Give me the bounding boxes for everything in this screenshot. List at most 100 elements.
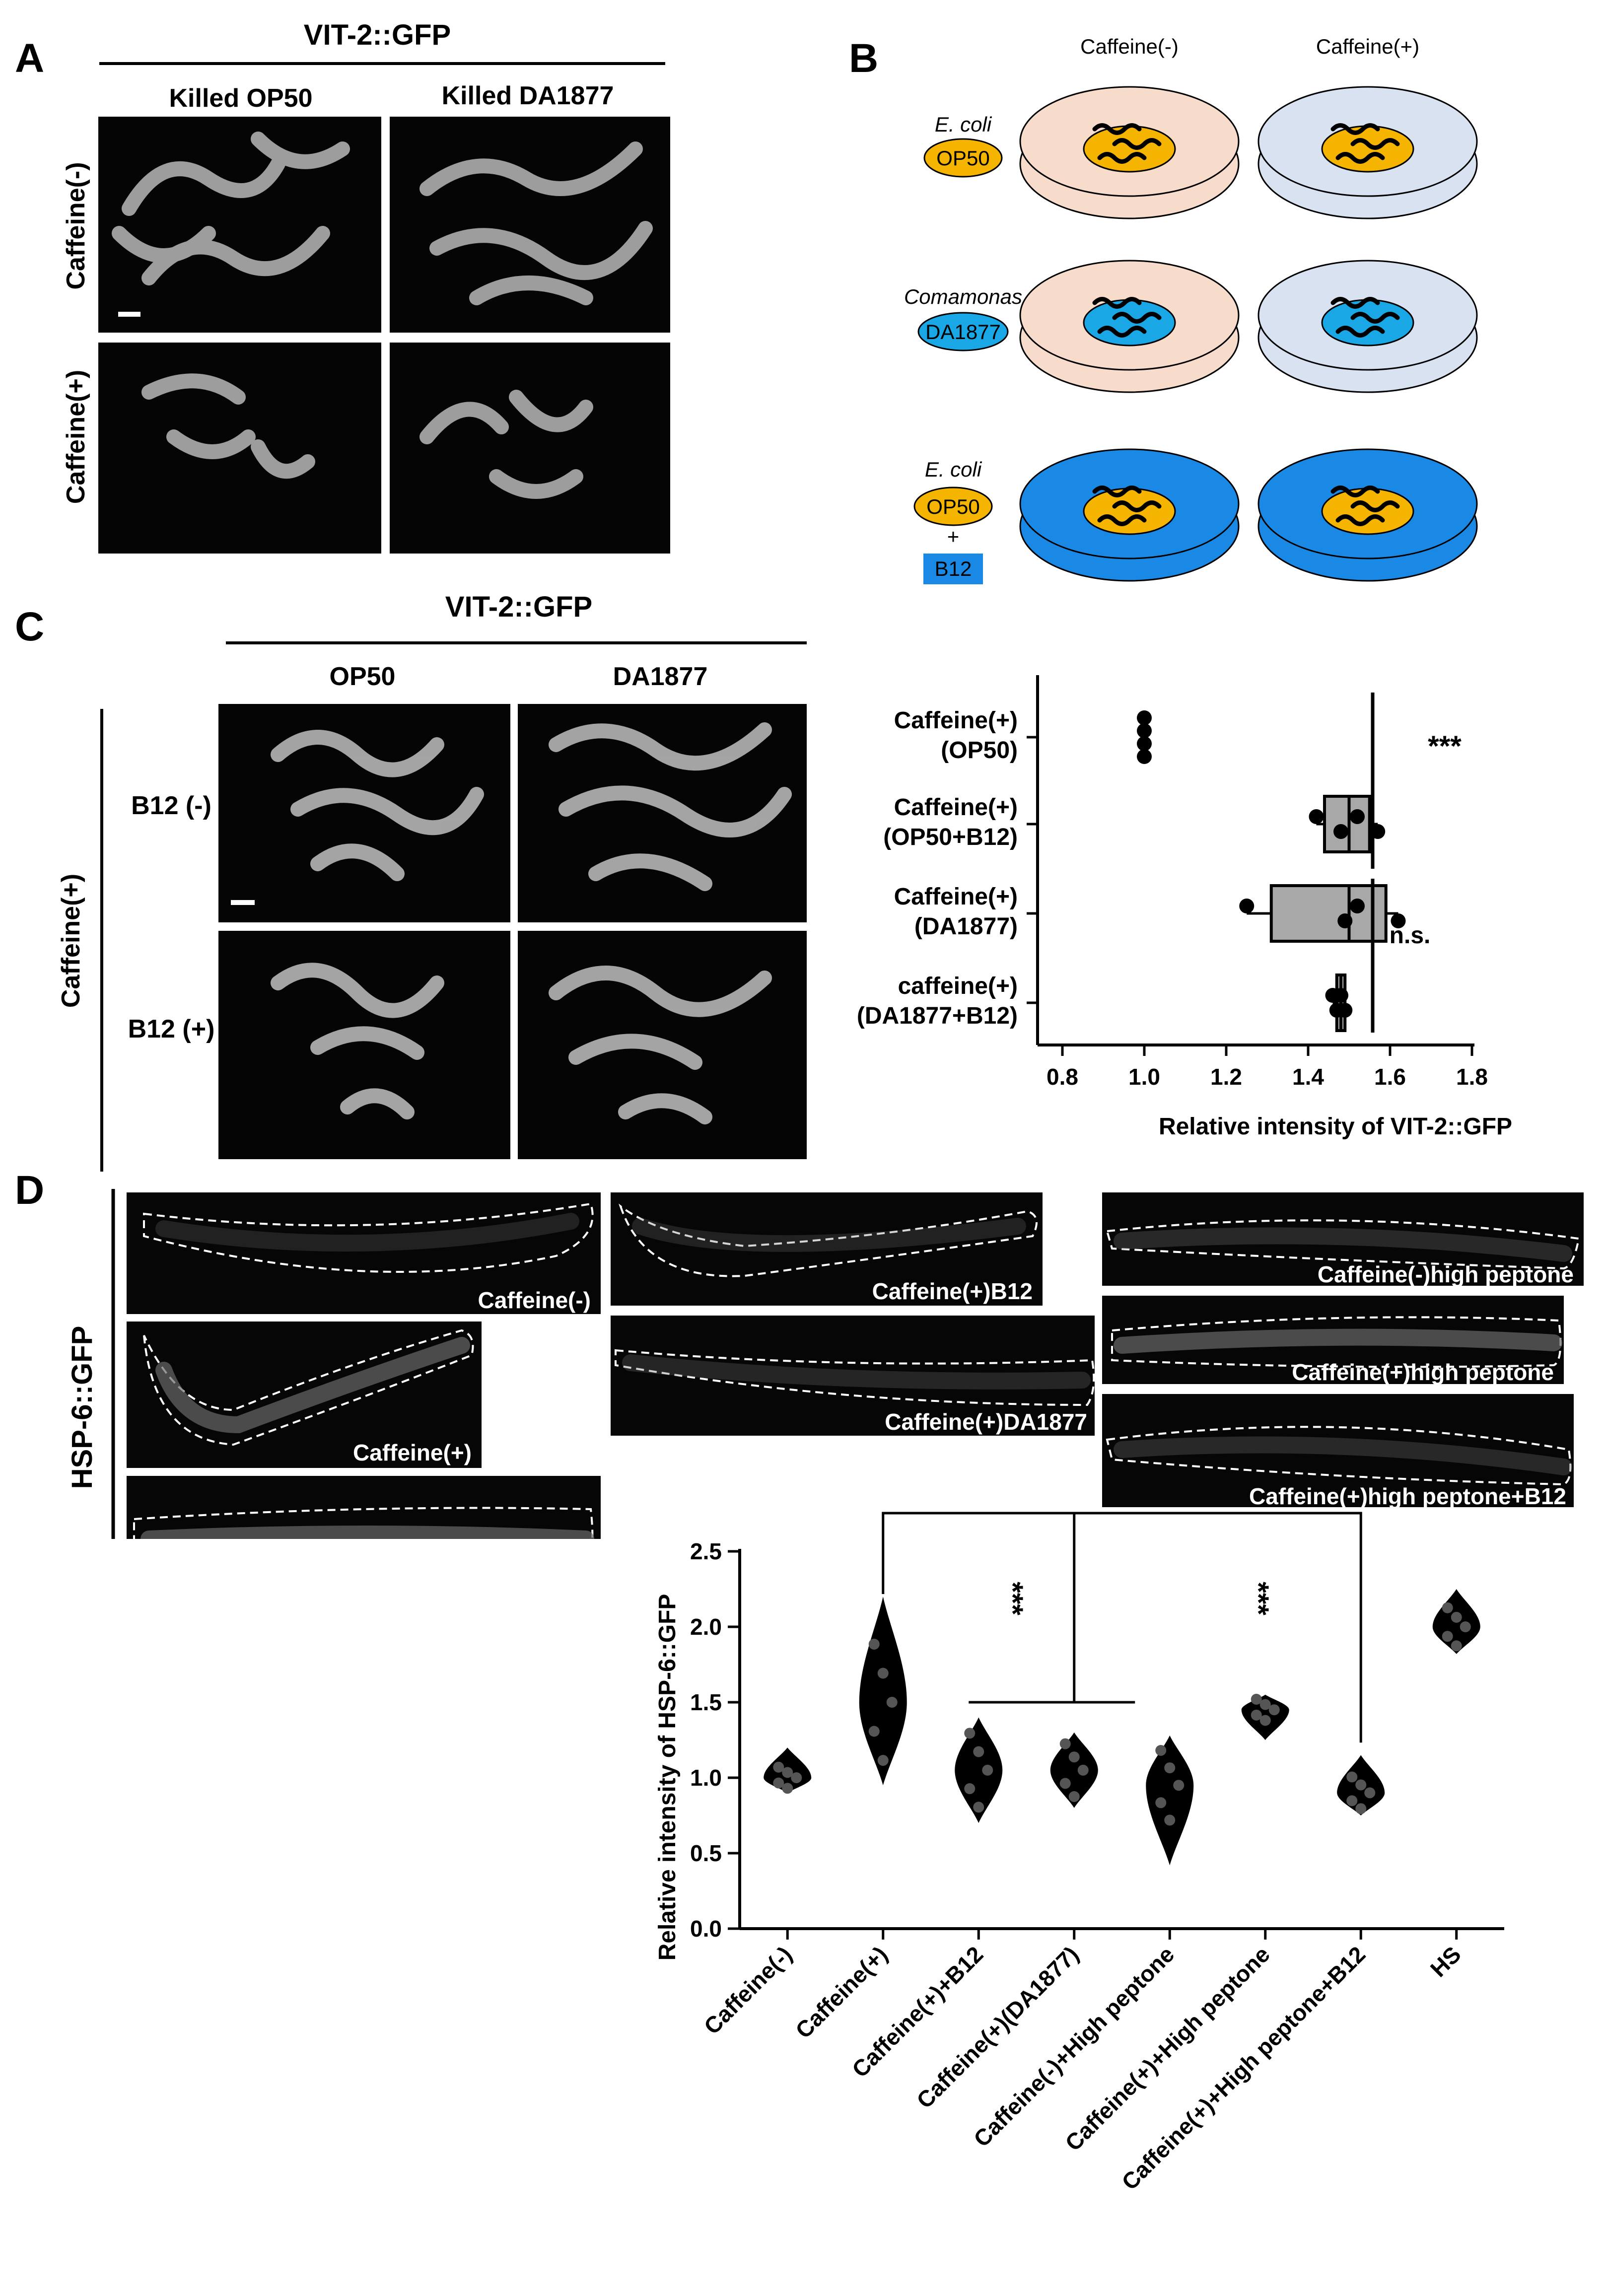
- violin-data-point: [1059, 1778, 1071, 1789]
- violin-shape: [1050, 1732, 1098, 1808]
- violin-ylabel: Relative intensity of HSP-6::GFP: [654, 1594, 681, 1961]
- box-x-tick-label: 1.2: [1210, 1064, 1242, 1090]
- panel-c-letter: C: [15, 604, 44, 649]
- violin-y-tick-label: 1.5: [690, 1689, 722, 1715]
- panel-a-letter: A: [15, 36, 44, 81]
- hsp6-image-caff-plus-peptone-b12: [1102, 1394, 1574, 1507]
- panel-c-side-label: Caffeine(+): [57, 874, 85, 1008]
- violin-data-point: [773, 1761, 784, 1773]
- violin-data-point: [782, 1783, 793, 1794]
- hsp6-label-5: Caffeine(+)DA1877: [885, 1409, 1087, 1435]
- panel-a-header: VIT-2::GFP: [304, 19, 451, 51]
- panel-a: A VIT-2::GFP Killed OP50 Killed DA1877 C…: [15, 19, 670, 554]
- panel-a-row-1: Caffeine(-): [62, 162, 90, 289]
- worm-squiggles-b: [1092, 123, 1400, 526]
- plate-op50-caff-minus: [1019, 86, 1240, 219]
- violin-data-point: [773, 1777, 784, 1789]
- panel-d-images: D HSP-6::GFP: [15, 1168, 1584, 1539]
- hsp6-label-1: Caffeine(-): [478, 1287, 591, 1313]
- violin-shape: [1146, 1735, 1194, 1866]
- b-row3-b12: B12: [935, 557, 972, 580]
- violin-data-point: [1155, 1797, 1167, 1809]
- panel-a-col-1: Killed OP50: [169, 84, 313, 113]
- panel-c-box-plot: Relative intensity of VIT-2::GFP *** n.s…: [857, 675, 1512, 1140]
- panel-c-row-1: B12 (-): [131, 791, 211, 820]
- violin-y-tick-label: 2.5: [690, 1538, 722, 1564]
- violin-data-point: [964, 1783, 976, 1795]
- plate-op50-caff-plus: [1257, 86, 1478, 219]
- box-data-point: [1333, 824, 1348, 839]
- violin-data-point: [791, 1772, 802, 1783]
- panel-b-letter: B: [849, 36, 878, 81]
- violin-data-point: [886, 1697, 898, 1708]
- box-iqr: [1269, 884, 1388, 943]
- box-data-point: [1239, 899, 1255, 913]
- panel-c-col-2: DA1877: [613, 662, 708, 691]
- box-annotation-1: ***: [1428, 730, 1462, 763]
- worm-shapes-c: [271, 722, 792, 1124]
- violin-data-point: [1173, 1780, 1185, 1791]
- violin-data-point: [1346, 1795, 1358, 1807]
- hsp6-label-8: Caffeine(+)high peptone+B12: [1249, 1483, 1566, 1509]
- violin-y-tick-label: 1.0: [690, 1765, 722, 1791]
- box-x-tick-label: 1.4: [1292, 1064, 1324, 1090]
- box-x-tick-label: 0.8: [1047, 1064, 1078, 1090]
- violin-data-point: [868, 1726, 880, 1737]
- box-category-label: Caffeine(+): [894, 707, 1018, 734]
- box-data-point: [1333, 988, 1348, 1003]
- violin-category-label: Caffeine(+): [790, 1941, 893, 2043]
- box-category-label: caffeine(+): [898, 973, 1018, 999]
- panel-d-violin-plot: Relative intensity of HSP-6::GFP *** ***…: [654, 1512, 1504, 2195]
- violin-category-label: Caffeine(+)+High peptone: [1060, 1941, 1275, 2156]
- plate-da1877-caff-plus: [1257, 260, 1478, 393]
- panel-d-side-label: HSP-6::GFP: [66, 1326, 98, 1489]
- violin-category-label: Caffeine(-): [699, 1941, 797, 2039]
- hsp6-label-6: Caffeine(-)high peptone: [1318, 1261, 1574, 1287]
- violin-sig-bracket-main: [882, 1512, 1362, 1743]
- violin-data-point: [1451, 1611, 1462, 1623]
- violin-data-point: [1068, 1791, 1080, 1802]
- hsp6-label-2: Caffeine(+): [353, 1440, 472, 1465]
- worm-shapes-a: [112, 132, 653, 499]
- violin-data-point: [1059, 1738, 1071, 1749]
- box-x-tick-label: 1.6: [1374, 1064, 1406, 1090]
- box-x-tick-label: 1.0: [1128, 1064, 1160, 1090]
- violin-data-point: [1364, 1787, 1376, 1799]
- box-category-label: (OP50): [941, 737, 1018, 764]
- violin-shape: [955, 1717, 1003, 1823]
- violin-y-tick-label: 2.0: [690, 1614, 722, 1640]
- plate-b12-caff-plus: [1257, 448, 1478, 582]
- b-row3-species: E. coli: [925, 458, 982, 481]
- b-row3-plus: +: [947, 525, 960, 548]
- plate-b12-caff-minus: [1019, 448, 1240, 582]
- worm-outlines-d: [133, 1202, 1580, 1539]
- violin-data-point: [973, 1802, 984, 1813]
- panel-b: B Caffeine(-) Caffeine(+) E. coli OP50 C…: [849, 35, 1478, 584]
- violin-data-point: [964, 1728, 976, 1739]
- fluorescence-d: [140, 1213, 1572, 1539]
- violin-data-point: [1346, 1771, 1358, 1783]
- panel-d-letter: D: [15, 1168, 44, 1213]
- violin-category-label: HS: [1425, 1941, 1466, 1982]
- panel-b-col-1: Caffeine(-): [1080, 35, 1179, 58]
- violin-data-point: [868, 1638, 880, 1650]
- hsp6-image-caff-minus-peptone: [1102, 1192, 1584, 1286]
- micrograph-a4: [390, 343, 670, 554]
- hsp6-label-4: Caffeine(+)B12: [872, 1278, 1033, 1304]
- panel-c-header: VIT-2::GFP: [445, 591, 592, 623]
- panel-c-col-1: OP50: [330, 662, 396, 691]
- violin-category-label: Caffeine(+)(DA1877): [911, 1941, 1084, 2113]
- violin-data-point: [1164, 1814, 1176, 1826]
- violin-data-point: [1442, 1602, 1453, 1613]
- box-xlabel: Relative intensity of VIT-2::GFP: [1159, 1113, 1512, 1140]
- violin-category-label: Caffeine(-)+High peptone: [969, 1941, 1179, 2152]
- violin-data-point: [1251, 1693, 1262, 1705]
- box-category-label: (DA1877): [914, 913, 1018, 940]
- box-data-point: [1137, 710, 1152, 725]
- box-category-label: (OP50+B12): [883, 824, 1018, 850]
- b-row2-strain: DA1877: [925, 320, 1001, 344]
- violin-data-point: [1442, 1631, 1453, 1642]
- violin-data-point: [1460, 1621, 1471, 1632]
- box-category-label: (DA1877+B12): [857, 1003, 1018, 1029]
